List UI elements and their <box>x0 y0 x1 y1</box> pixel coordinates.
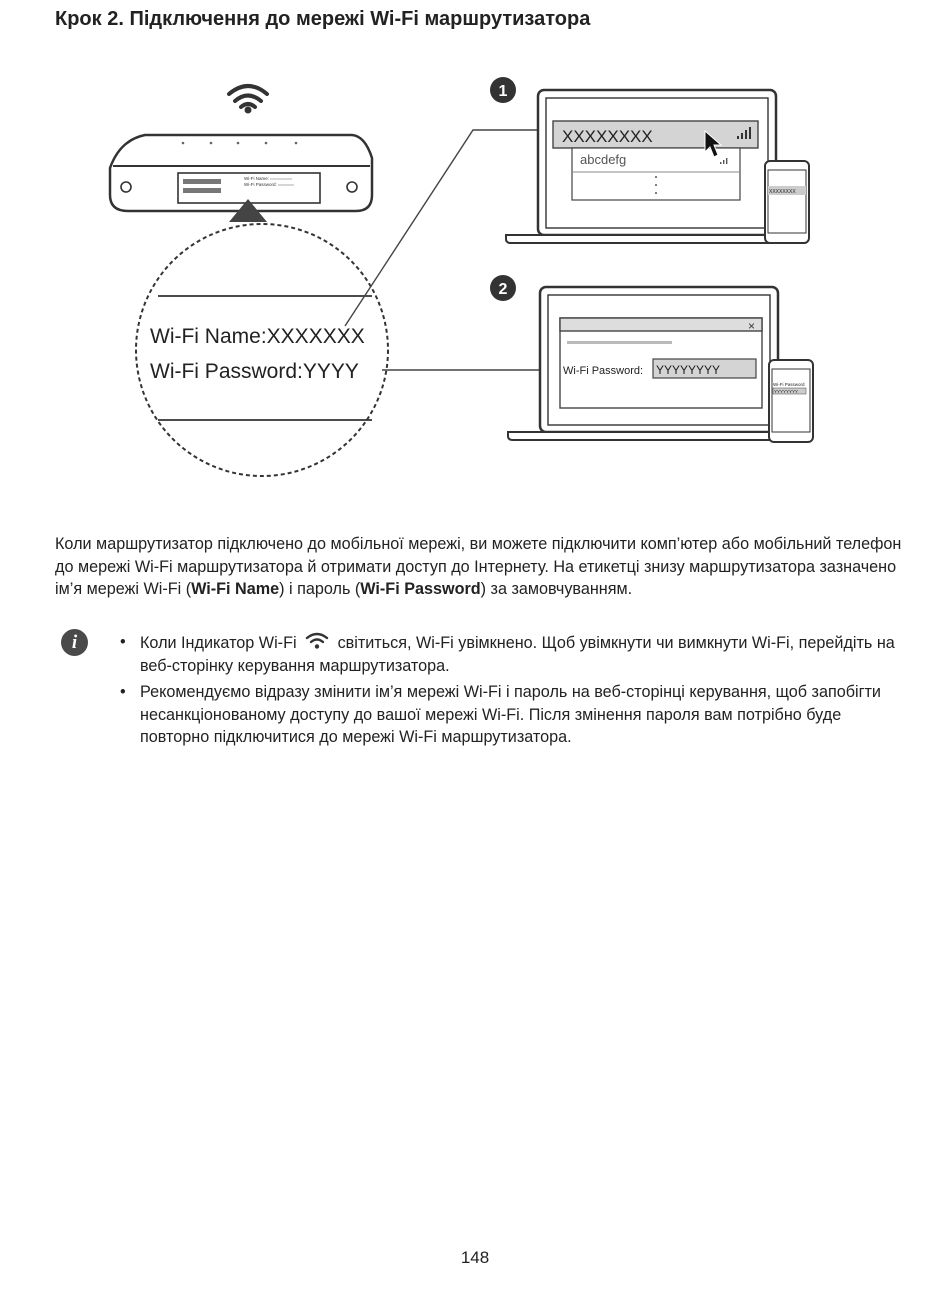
wifi-indicator-icon <box>305 632 329 649</box>
signal-strength-icon <box>737 127 751 139</box>
router-label-password: Wi-Fi Password: <box>244 182 277 187</box>
router-wifi-signal-icon <box>227 84 269 109</box>
step-2-number: 2 <box>499 281 508 298</box>
phone-password-label: Wi-Fi Password <box>773 382 805 387</box>
bullet: • <box>120 683 126 701</box>
dialog-password-label: Wi-Fi Password: <box>563 365 643 377</box>
label-zoom-callout: Wi-Fi Name:XXXXXXX Wi-Fi Password:YYYY <box>135 223 389 477</box>
notes-list: • Коли Індикатор Wi-Fi світиться, Wi-Fi … <box>120 631 905 753</box>
svg-text:Wi-Fi Name:XXXXXXX: Wi-Fi Name:XXXXXXX <box>150 325 365 348</box>
router-label-name: Wi-Fi Name: <box>244 176 269 181</box>
wifi-connection-illustration: Wi-Fi Name: Wi-Fi Password: Wi-Fi Name:X… <box>108 77 814 477</box>
dialog-close-icon: × <box>748 319 755 333</box>
bullet: • <box>120 633 126 651</box>
zoom-wifi-name-label: Wi-Fi Name: <box>150 325 267 348</box>
phone-password-value: YYYYYYYY <box>774 389 798 394</box>
zoom-wifi-password-value: YYYY <box>303 360 359 383</box>
info-icon: i <box>61 629 88 656</box>
router-device: Wi-Fi Name: Wi-Fi Password: <box>108 133 374 222</box>
page-title: Крок 2. Підключення до мережі Wi-Fi марш… <box>55 8 591 30</box>
network-other-ssid: abcdefg <box>580 152 626 167</box>
laptop-password-dialog: × Wi-Fi Password: YYYYYYYY <box>507 285 811 441</box>
wifi-password-bold: Wi-Fi Password <box>360 580 481 598</box>
page-number: 148 <box>460 1248 490 1267</box>
list-item: • Рекомендуємо відразу змінити ім’я мере… <box>120 683 881 746</box>
mouse-cursor-icon <box>704 129 723 158</box>
phone-network-list: XXXXXXXX <box>764 160 810 244</box>
intro-paragraph: Коли маршрутизатор підключено до мобільн… <box>55 535 902 598</box>
laptop-network-list: XXXXXXXX abcdefg <box>505 88 809 244</box>
zoom-wifi-name-value: XXXXXXX <box>267 325 365 348</box>
step-1-number: 1 <box>499 83 508 100</box>
phone-password-entry: Wi-Fi Password YYYYYYYY <box>768 359 814 443</box>
phone-network-ssid: XXXXXXXX <box>769 189 796 195</box>
zoom-wifi-password-label: Wi-Fi Password: <box>150 360 303 383</box>
list-item: • Коли Індикатор Wi-Fi світиться, Wi-Fi … <box>120 632 895 675</box>
wifi-name-bold: Wi-Fi Name <box>191 580 280 598</box>
svg-text:Wi-Fi Password:YYYY: Wi-Fi Password:YYYY <box>150 360 359 383</box>
network-selected-ssid: XXXXXXXX <box>562 127 653 146</box>
dialog-password-value: YYYYYYYY <box>656 363 720 377</box>
